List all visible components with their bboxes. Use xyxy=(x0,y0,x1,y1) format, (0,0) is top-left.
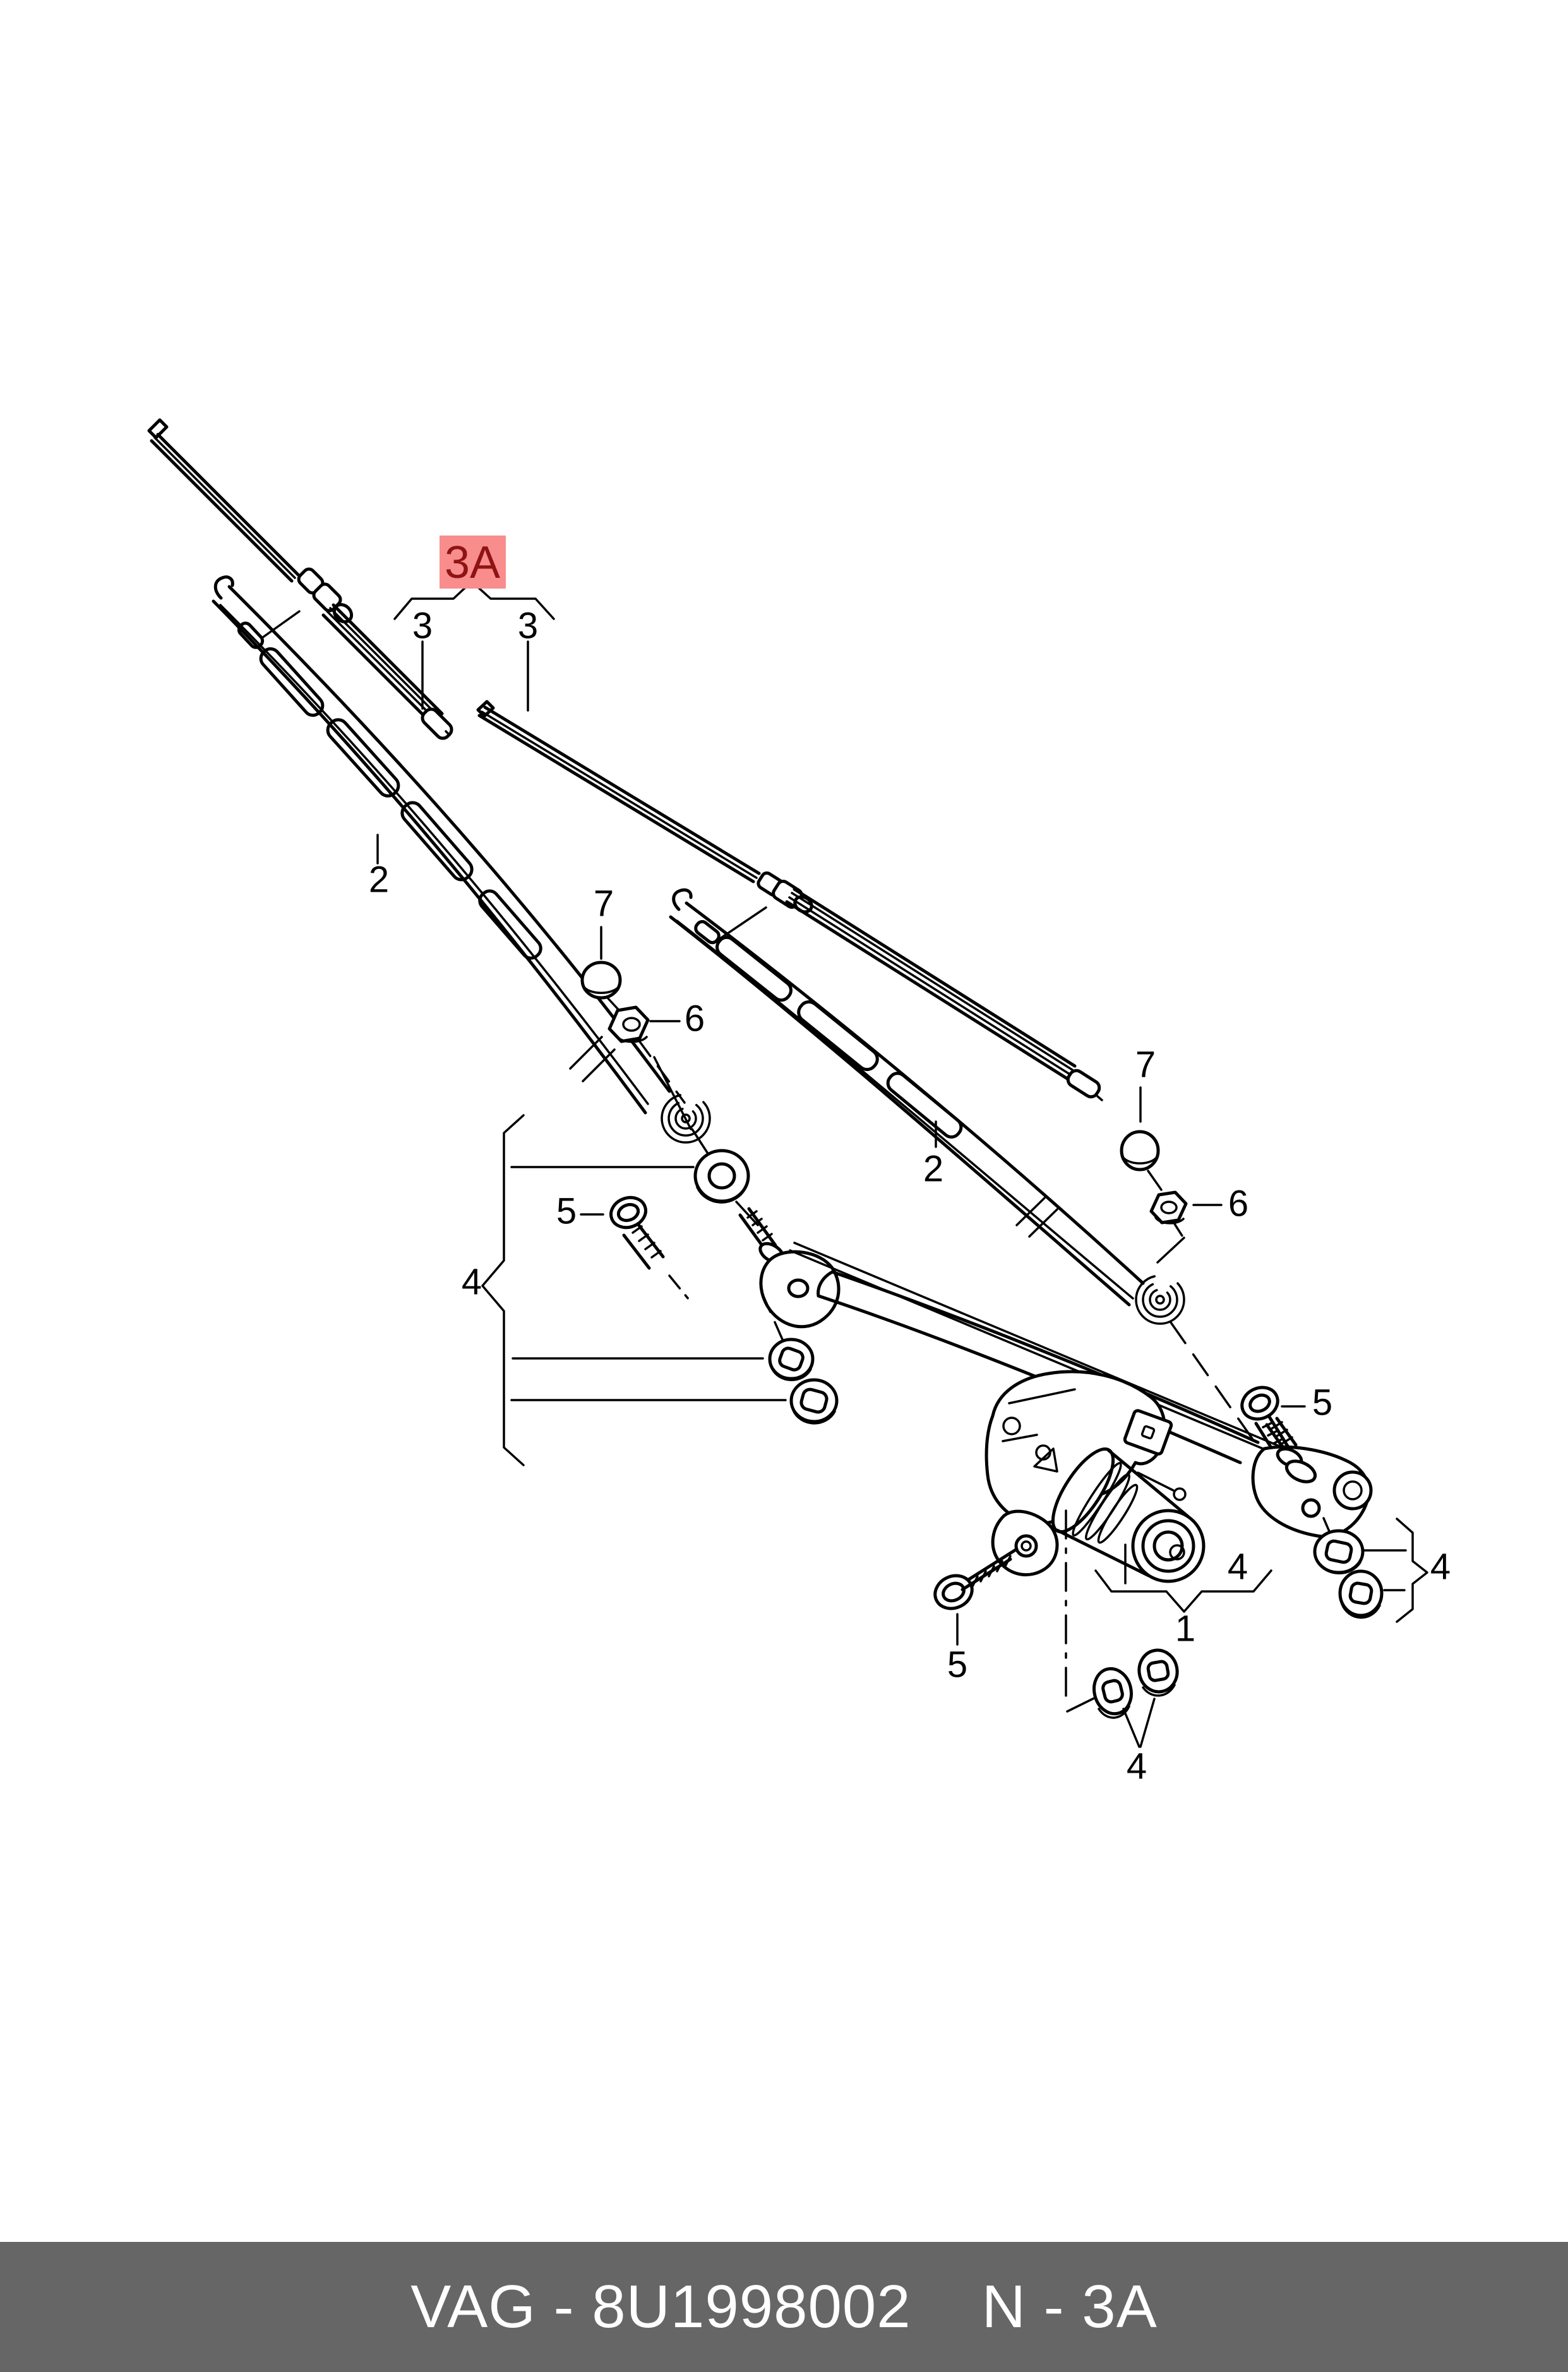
callout-blade-right[interactable]: 3 xyxy=(518,606,538,647)
linkage-frame xyxy=(789,1242,1304,1465)
callout-arm-left[interactable]: 2 xyxy=(369,860,389,901)
callout-mounts-center[interactable]: 4 xyxy=(1228,1547,1248,1588)
highlight-3a-label[interactable]: 3A xyxy=(445,537,500,588)
callout-cap-left[interactable]: 7 xyxy=(594,884,614,925)
wiper-blade-left xyxy=(147,418,453,740)
footer-bar: VAG - 8U1998002 N - 3A xyxy=(0,2242,1568,2372)
callout-mounts-bottom[interactable]: 4 xyxy=(1127,1746,1147,1787)
wiper-arm-right xyxy=(669,888,1145,1307)
right-pivot-assembly xyxy=(1135,1237,1258,1446)
footer-catalog-code: VAG - 8U1998002 xyxy=(410,2273,911,2340)
right-mount-plate xyxy=(1251,1417,1373,1546)
highlight-3a[interactable]: 3A xyxy=(440,536,506,589)
callout-arm-right[interactable]: 2 xyxy=(923,1149,943,1190)
wiper-arm-left xyxy=(212,575,671,1115)
callout-bolt-pivot-right[interactable]: 5 xyxy=(1312,1382,1332,1423)
left-pivot-assembly xyxy=(653,1056,841,1425)
callout-bolt-motor[interactable]: 5 xyxy=(947,1644,967,1686)
grommets-right xyxy=(1313,1529,1384,1619)
callout-bolt-pivot-left[interactable]: 5 xyxy=(556,1191,577,1232)
callout-blade-left[interactable]: 3 xyxy=(412,606,433,647)
footer-section-code: N - 3A xyxy=(981,2273,1158,2340)
callout-leaders xyxy=(376,580,1428,1748)
callout-cap-right[interactable]: 7 xyxy=(1135,1045,1156,1086)
cap-right xyxy=(1120,1130,1160,1171)
callout-nut-right[interactable]: 6 xyxy=(1228,1183,1248,1225)
nut-right xyxy=(1147,1170,1188,1239)
callout-nut-left[interactable]: 6 xyxy=(685,998,705,1039)
grommets-bottom xyxy=(1065,1509,1179,1719)
bolt-pivot-left xyxy=(609,1195,693,1305)
callout-motor-linkage[interactable]: 1 xyxy=(1175,1608,1195,1650)
part-callouts: 3 3 2 2 7 7 6 6 5 5 5 4 4 4 4 1 xyxy=(369,606,1451,1787)
callout-mounts-left[interactable]: 4 xyxy=(462,1262,482,1303)
parts-diagram: 3A 3 3 2 2 7 7 6 6 5 5 5 4 4 4 4 1 xyxy=(147,418,1451,1787)
nut-left xyxy=(606,997,686,1104)
wiper-blade-right xyxy=(476,700,1103,1101)
callout-mounts-right[interactable]: 4 xyxy=(1430,1547,1451,1588)
cap-left xyxy=(580,961,622,1000)
bolt-motor xyxy=(933,1547,1019,1610)
